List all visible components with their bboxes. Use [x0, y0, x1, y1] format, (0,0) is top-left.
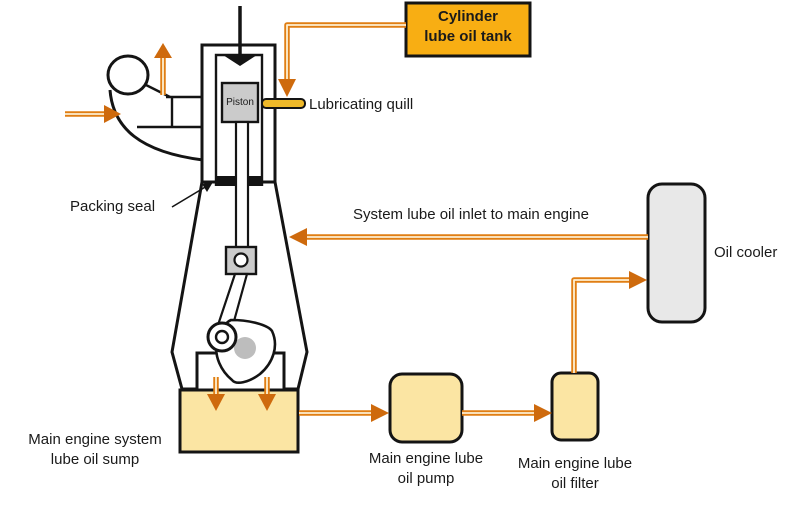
arrowhead-exhaust-up — [154, 43, 172, 58]
arrowhead-pump-to-filter — [534, 404, 552, 422]
scavenge-duct-curve — [108, 89, 204, 162]
tank-label-line2: lube oil tank — [424, 28, 512, 45]
packing-seal-pointer-line — [171, 185, 208, 208]
tank-label-line1: Cylinder — [437, 8, 498, 25]
packing-seal-right — [248, 176, 262, 186]
packing-seal-left — [216, 176, 236, 186]
arrowhead-sump-to-pump — [371, 404, 389, 422]
arrowhead-filter-to-cooler — [629, 271, 647, 289]
pipe-filter-to-cooler — [571, 277, 630, 373]
arrowhead-air-inlet — [104, 105, 121, 123]
exhaust-valve-head — [223, 55, 257, 66]
sump-box — [178, 388, 300, 454]
filter-label: Main engine lube oil filter — [495, 454, 655, 494]
crosshead-pin — [233, 252, 249, 268]
filter-box — [550, 371, 600, 442]
oil-cooler-label: Oil cooler — [714, 244, 778, 261]
piston-rod — [234, 120, 250, 250]
sump-label: Main engine system lube oil sump — [0, 430, 190, 470]
piston-body — [220, 81, 260, 124]
system-inlet-label: System lube oil inlet to main engine — [353, 206, 589, 223]
crankshaft-center — [214, 329, 230, 345]
lubricating-quill-bar — [261, 98, 306, 109]
pipe-tank-to-quill — [284, 22, 406, 80]
lubricating-quill-label: Lubricating quill — [309, 96, 414, 113]
arrowhead-tank-to-quill — [278, 79, 296, 97]
packing-seal-label: Packing seal — [70, 198, 156, 215]
packing-seal-pointer-arrowhead — [202, 182, 213, 192]
duct-diagonal-line — [145, 83, 171, 99]
arrowhead-cooler-to-engine — [289, 228, 307, 246]
pipe-tank-to-quill-core — [286, 24, 406, 80]
sump-label-line2: lube oil sump — [50, 451, 140, 468]
crank-pin — [234, 337, 256, 359]
arrowhead-drain-right — [258, 394, 276, 411]
filter-label-line1: Main engine lube — [517, 455, 633, 472]
arrowhead-drain-left — [207, 394, 225, 411]
pump-label-line1: Main engine lube — [368, 450, 484, 467]
turbocharger-circle — [106, 54, 150, 96]
pipe-filter-to-cooler-core — [573, 279, 630, 373]
pump-label-line2: oil pump — [397, 470, 455, 487]
oil-cooler-box — [646, 182, 707, 324]
sump-label-line1: Main engine system — [28, 431, 162, 448]
pump-label: Main engine lube oil pump — [346, 449, 506, 489]
pump-box — [388, 372, 464, 444]
tank-label: Cylinder lube oil tank — [406, 7, 530, 47]
piston-label: Piston — [226, 97, 254, 108]
filter-label-line2: oil filter — [551, 475, 599, 492]
cylinder-lube-oil-tank-box — [404, 1, 532, 58]
